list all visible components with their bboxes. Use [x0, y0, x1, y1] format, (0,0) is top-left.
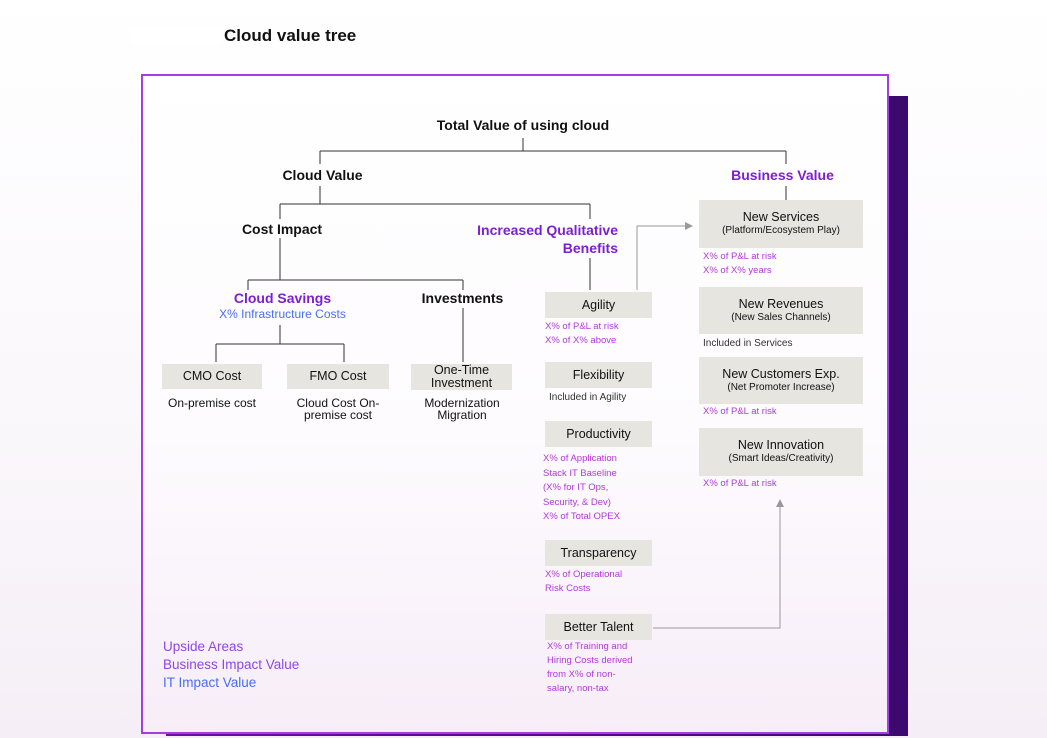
better-talent-box: Better Talent — [545, 614, 652, 640]
node-cloud-value: Cloud Value — [282, 167, 363, 183]
new-customers-label: New Customers Exp. — [722, 366, 840, 381]
new-services-label: New Services — [742, 210, 820, 224]
redacted-logo — [130, 28, 222, 46]
one-time-investment-note: Modernization Migration — [424, 396, 500, 422]
cmo-cost-note: On-premise cost — [167, 396, 257, 410]
legend-it-impact: IT Impact Value — [163, 675, 257, 690]
transparency-note: X% of Operational Risk Costs — [545, 569, 623, 594]
cost-impact-connector — [247, 238, 464, 290]
better-talent-note: X% of Training and Hiring Costs derived … — [547, 641, 633, 694]
new-revenues-note: Included in Services — [703, 338, 793, 349]
new-revenues-label: New Revenues — [738, 296, 824, 311]
legend-business-impact: Business Impact Value — [163, 657, 300, 672]
cloud-savings-subtitle: X% Infrastructure Costs — [219, 307, 346, 321]
flexibility-box: Flexibility — [545, 362, 652, 388]
new-customers-sub: (Net Promoter Increase) — [727, 381, 835, 393]
page-title: Cloud value tree — [224, 26, 357, 45]
one-time-investment-box: One-Time Investment — [411, 364, 512, 390]
cmo-cost-box: CMO Cost — [162, 364, 262, 389]
transparency-box: Transparency — [545, 540, 652, 566]
agility-note: X% of P&L at risk X% of X% above — [545, 321, 619, 346]
new-innovation-label: New Innovation — [737, 438, 825, 452]
productivity-box: Productivity — [545, 421, 652, 447]
new-services-box: New Services (Platform/Ecosystem Play) — [699, 200, 863, 248]
node-total-value: Total Value of using cloud — [436, 117, 610, 133]
talent-to-innovation-arrow — [653, 499, 784, 629]
new-innovation-sub: (Smart Ideas/Creativity) — [728, 453, 834, 464]
cloud-value-connector — [279, 186, 591, 219]
cloud-savings-title: Cloud Savings — [233, 290, 332, 306]
flexibility-note: Included in Agility — [549, 392, 627, 403]
fmo-cost-note: Cloud Cost On-premise cost — [296, 396, 380, 422]
node-qualitative-benefits: Increased Qualitative Benefits — [477, 222, 618, 256]
node-cost-impact: Cost Impact — [241, 221, 323, 237]
root-connector — [319, 138, 787, 164]
new-customers-note: X% of P&L at risk — [703, 406, 777, 417]
new-revenues-box: New Revenues (New Sales Channels) — [699, 287, 863, 334]
new-services-note: X% of P&L at risk X% of X% years — [703, 251, 777, 276]
node-business-value: Business Value — [731, 167, 834, 183]
new-innovation-note: X% of P&L at risk — [703, 478, 777, 489]
legend-upside: Upside Areas — [163, 639, 244, 654]
agility-to-services-arrow — [636, 222, 693, 290]
cloud-savings-connector — [215, 325, 345, 362]
new-revenues-sub: (New Sales Channels) — [731, 311, 831, 323]
new-innovation-box: New Innovation (Smart Ideas/Creativity) — [699, 428, 863, 476]
legend: Upside Areas Business Impact Value IT Im… — [163, 638, 363, 692]
agility-box: Agility — [545, 292, 652, 318]
new-services-sub: (Platform/Ecosystem Play) — [722, 225, 840, 236]
new-customers-box: New Customers Exp. (Net Promoter Increas… — [699, 357, 863, 404]
node-cloud-savings: Cloud Savings X% Infrastructure Costs — [200, 290, 365, 321]
node-investments: Investments — [421, 290, 504, 306]
diagram-frame — [141, 74, 889, 734]
fmo-cost-box: FMO Cost — [287, 364, 389, 389]
productivity-note: X% of Application Stack IT Baseline (X% … — [543, 453, 620, 522]
